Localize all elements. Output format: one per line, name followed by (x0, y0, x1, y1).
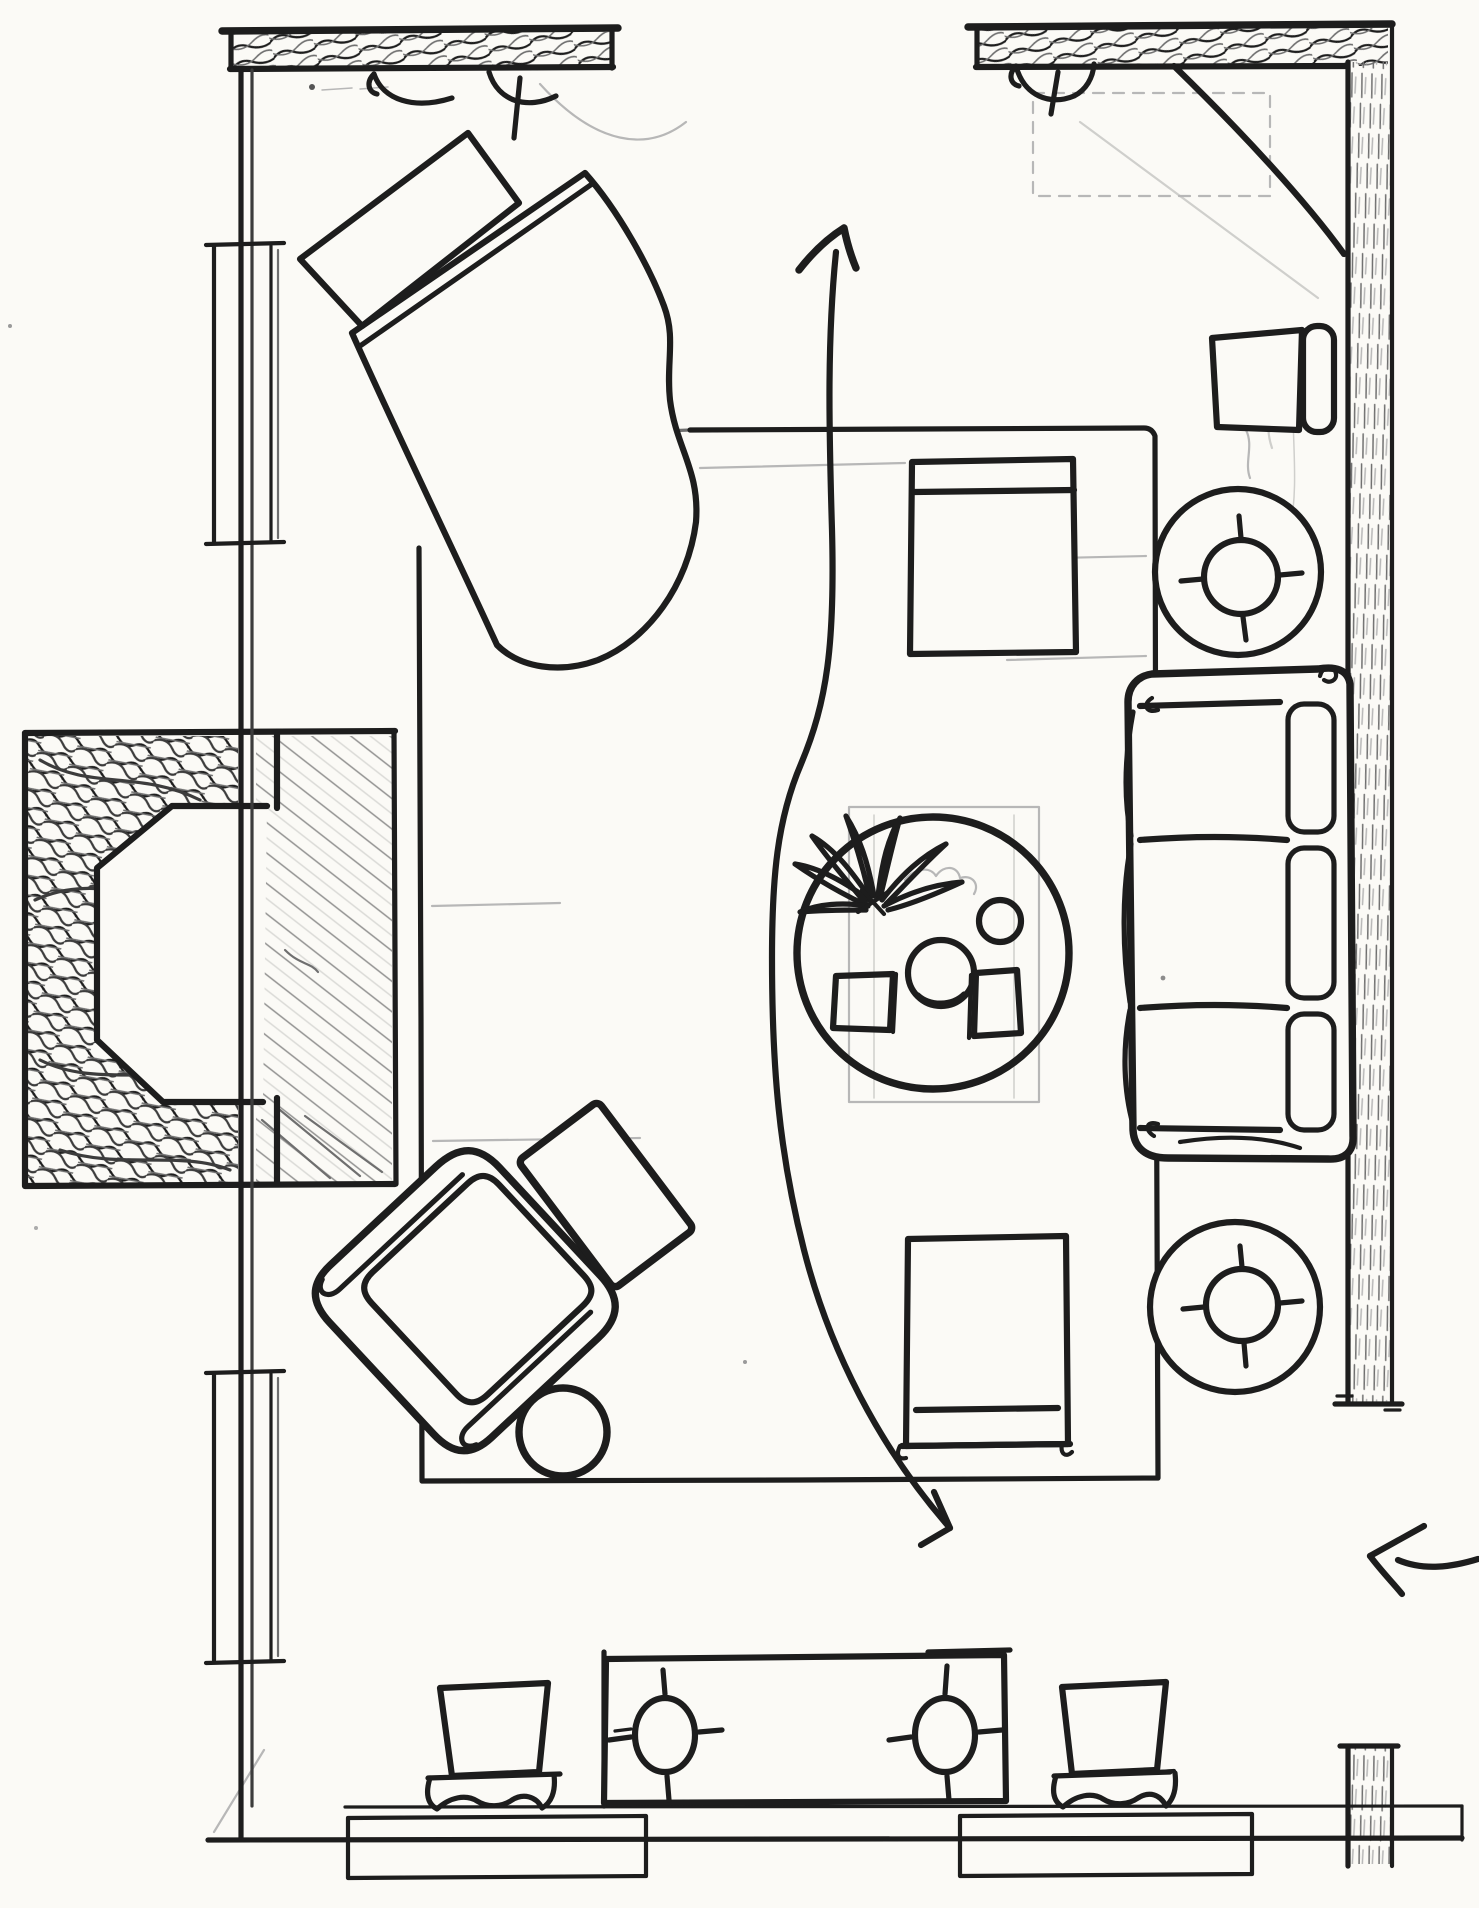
firebox (93, 802, 271, 1106)
sofa (1121, 664, 1357, 1163)
fireplace (21, 727, 399, 1190)
furniture (296, 129, 1357, 1812)
window-lower (203, 1368, 287, 1666)
lamp-table-lower (1146, 1218, 1324, 1396)
console-lamp-left (606, 1667, 725, 1803)
sill-step-right (957, 1811, 1255, 1879)
side-chair-right (1051, 1678, 1179, 1810)
pencil-dot (309, 84, 315, 90)
drum-stool (515, 1384, 611, 1480)
door-leaf (1170, 62, 1348, 258)
traffic-flow-arrow (768, 224, 954, 1549)
decor-cup-left (829, 970, 897, 1034)
potted-plant (792, 813, 965, 917)
door-ghost (1031, 91, 1272, 198)
header-top-right (964, 20, 1396, 71)
armchair (311, 1146, 619, 1455)
side-chair-left (425, 1679, 563, 1812)
armless-chair-lower (895, 1232, 1075, 1461)
bottom-wall (205, 1803, 1465, 1881)
walls (203, 20, 1465, 1881)
console-table (600, 1647, 1013, 1809)
sill-step-left (345, 1813, 649, 1881)
entry-arrow (1366, 1522, 1479, 1598)
left-wall (238, 67, 254, 1841)
coffee-table (792, 805, 1073, 1104)
right-wall (1332, 23, 1405, 1869)
accent-chair-upper-right (1208, 322, 1338, 436)
swing-marks-left (366, 69, 559, 141)
piano-bench (296, 129, 523, 330)
armless-chair-upper (906, 455, 1080, 658)
ottoman (516, 1099, 696, 1291)
window-upper (203, 240, 287, 547)
sofa-back-cushions (1285, 701, 1337, 1133)
decor-cup-right (970, 966, 1025, 1040)
swing-marks-right (1008, 61, 1097, 117)
header-top-left (218, 24, 622, 73)
decor-ball (975, 896, 1025, 946)
lamp-table-upper (1151, 485, 1325, 659)
paper-specks (8, 324, 1166, 1364)
arrows (768, 224, 1479, 1598)
console-lamp-right (886, 1663, 1005, 1803)
